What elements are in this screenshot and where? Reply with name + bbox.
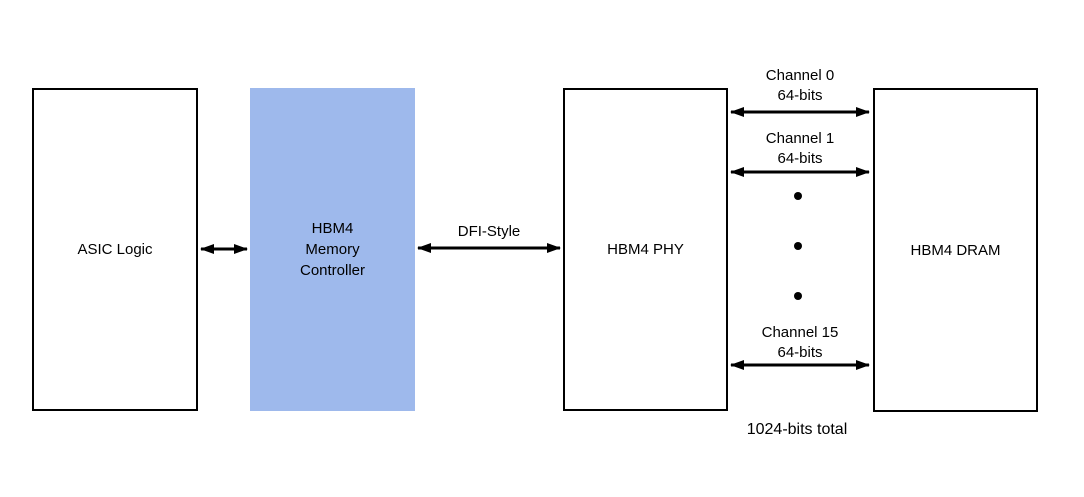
ellipsis-dot-1 [794, 192, 802, 200]
channel-15-label: Channel 15 64-bits [729, 323, 871, 363]
hbm4-dram-block: HBM4 DRAM [873, 88, 1038, 412]
memory-controller-label-line3: Controller [299, 262, 366, 279]
hbm4-phy-label: HBM4 PHY [607, 241, 684, 258]
channel-15-width: 64-bits [777, 344, 823, 361]
channel-0-label: Channel 0 64-bits [729, 66, 871, 106]
asic-logic-block: ASIC Logic [32, 88, 198, 411]
hbm4-memory-controller-block: HBM4 Memory Controller [250, 88, 415, 411]
channel-1-name: Channel 1 [765, 130, 835, 147]
channel-1-label: Channel 1 64-bits [729, 129, 871, 169]
channel-15-name: Channel 15 [761, 324, 839, 341]
ellipsis-dot-3 [794, 292, 802, 300]
dfi-style-label: DFI-Style [457, 223, 521, 240]
hbm4-dram-label: HBM4 DRAM [910, 241, 1001, 259]
memory-controller-label-line1: HBM4 [311, 220, 354, 237]
total-bits-label: 1024-bits total [746, 421, 848, 438]
channel-1-width: 64-bits [777, 150, 823, 167]
memory-controller-label-line2: Memory [305, 241, 360, 258]
ellipsis-dot-2 [794, 242, 802, 250]
asic-logic-label: ASIC Logic [77, 241, 153, 258]
channel-0-width: 64-bits [777, 87, 823, 104]
channel-0-name: Channel 0 [765, 67, 835, 84]
hbm4-phy-block: HBM4 PHY [563, 88, 728, 411]
